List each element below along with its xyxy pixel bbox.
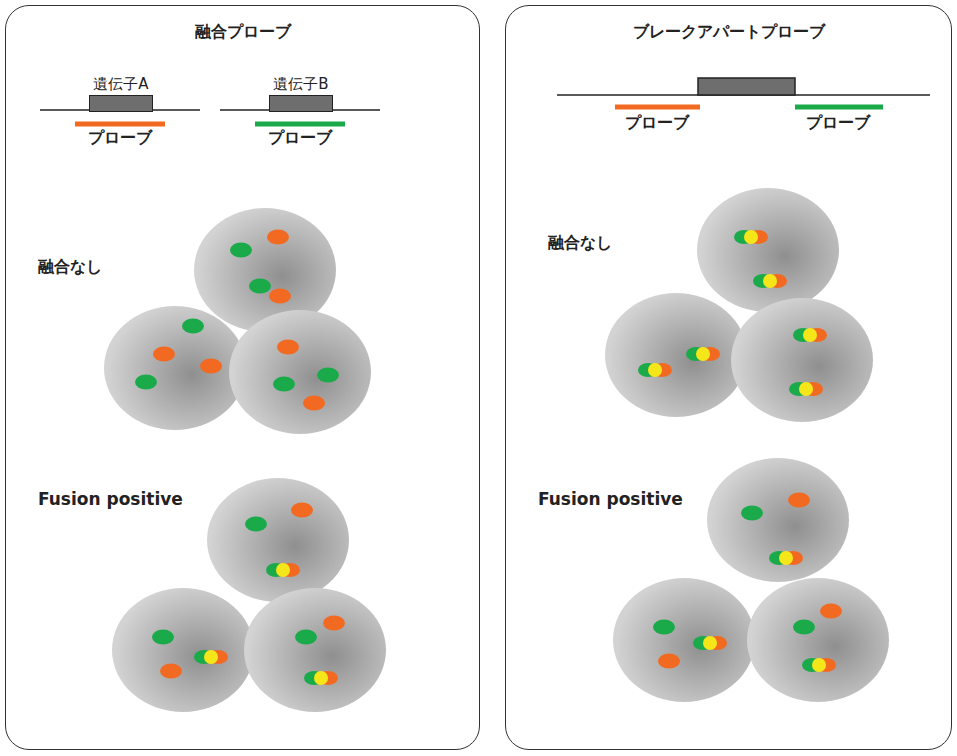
- gene-box: 遺伝子A: [89, 95, 153, 112]
- fusion-signal: [686, 347, 720, 361]
- cell: [697, 188, 839, 312]
- yellow-signal: [648, 363, 662, 377]
- green-signal: [249, 279, 271, 294]
- yellow-signal: [276, 563, 290, 577]
- yellow-signal: [696, 347, 710, 361]
- cell: [112, 588, 254, 712]
- probe-label: プローブ: [806, 113, 870, 134]
- orange-signal: [323, 616, 345, 631]
- orange-signal: [267, 230, 289, 245]
- section-label: Fusion positive: [538, 489, 683, 509]
- fusion-signal: [266, 563, 300, 577]
- orange-signal: [269, 289, 291, 304]
- yellow-signal: [812, 658, 826, 672]
- cell: [605, 293, 747, 417]
- green-signal: [152, 630, 174, 645]
- cell: [731, 298, 873, 422]
- gene-box: 遺伝子B: [269, 95, 333, 112]
- green-probe: [255, 122, 345, 127]
- cell: [104, 306, 246, 430]
- gene-name: 遺伝子B: [273, 75, 328, 94]
- fusion-signal: [194, 650, 228, 664]
- green-signal: [245, 517, 267, 532]
- green-signal: [793, 620, 815, 635]
- green-signal: [295, 630, 317, 645]
- orange-signal: [291, 503, 313, 518]
- probe-label: プローブ: [268, 128, 332, 149]
- orange-signal: [788, 493, 810, 508]
- green-signal: [273, 377, 295, 392]
- yellow-signal: [744, 230, 758, 244]
- yellow-signal: [799, 382, 813, 396]
- gene-box: [698, 78, 795, 95]
- cell: [747, 578, 889, 702]
- orange-signal: [820, 604, 842, 619]
- green-signal: [317, 368, 339, 383]
- cell: [613, 578, 755, 702]
- orange-signal: [303, 396, 325, 411]
- probe-label: プローブ: [88, 128, 152, 149]
- green-signal: [182, 319, 204, 334]
- panel-title: 融合プローブ: [6, 22, 479, 43]
- orange-probe: [615, 105, 700, 110]
- fusion-signal: [753, 274, 787, 288]
- orange-signal: [658, 654, 680, 669]
- green-signal: [135, 375, 157, 390]
- orange-signal: [153, 347, 175, 362]
- probe-panel: ブレークアパートプローブ: [505, 5, 952, 750]
- fusion-signal: [802, 658, 836, 672]
- green-signal: [741, 506, 763, 521]
- green-signal: [653, 620, 675, 635]
- fusion-signal: [638, 363, 672, 377]
- fusion-signal: [693, 636, 727, 650]
- probe-panel: 融合プローブ遺伝子A 遺伝子B: [5, 5, 480, 750]
- gene-name: 遺伝子A: [93, 75, 148, 94]
- cell: [229, 310, 371, 434]
- section-label: 融合なし: [548, 233, 612, 254]
- fusion-signal: [793, 328, 827, 342]
- fusion-signal: [304, 671, 338, 685]
- fusion-signal: [789, 382, 823, 396]
- orange-probe: [75, 122, 165, 127]
- yellow-signal: [763, 274, 777, 288]
- cell: [244, 588, 386, 712]
- probe-bars: [75, 107, 883, 124]
- chromosome-lines: [40, 95, 930, 110]
- green-signal: [230, 243, 252, 258]
- cell: [707, 458, 849, 582]
- yellow-signal: [314, 671, 328, 685]
- yellow-signal: [703, 636, 717, 650]
- section-label: Fusion positive: [38, 489, 183, 509]
- yellow-signal: [204, 650, 218, 664]
- probe-label: プローブ: [625, 113, 689, 134]
- orange-signal: [160, 664, 182, 679]
- yellow-signal: [803, 328, 817, 342]
- fusion-signal: [734, 230, 768, 244]
- signal-dots: [135, 230, 842, 686]
- fusion-signal: [769, 551, 803, 565]
- section-label: 融合なし: [38, 257, 102, 278]
- green-probe: [795, 105, 883, 110]
- orange-signal: [277, 340, 299, 355]
- orange-signal: [200, 359, 222, 374]
- cells: [104, 188, 889, 712]
- panel-title: ブレークアパートプローブ: [506, 22, 951, 43]
- yellow-signal: [779, 551, 793, 565]
- cell: [207, 478, 349, 602]
